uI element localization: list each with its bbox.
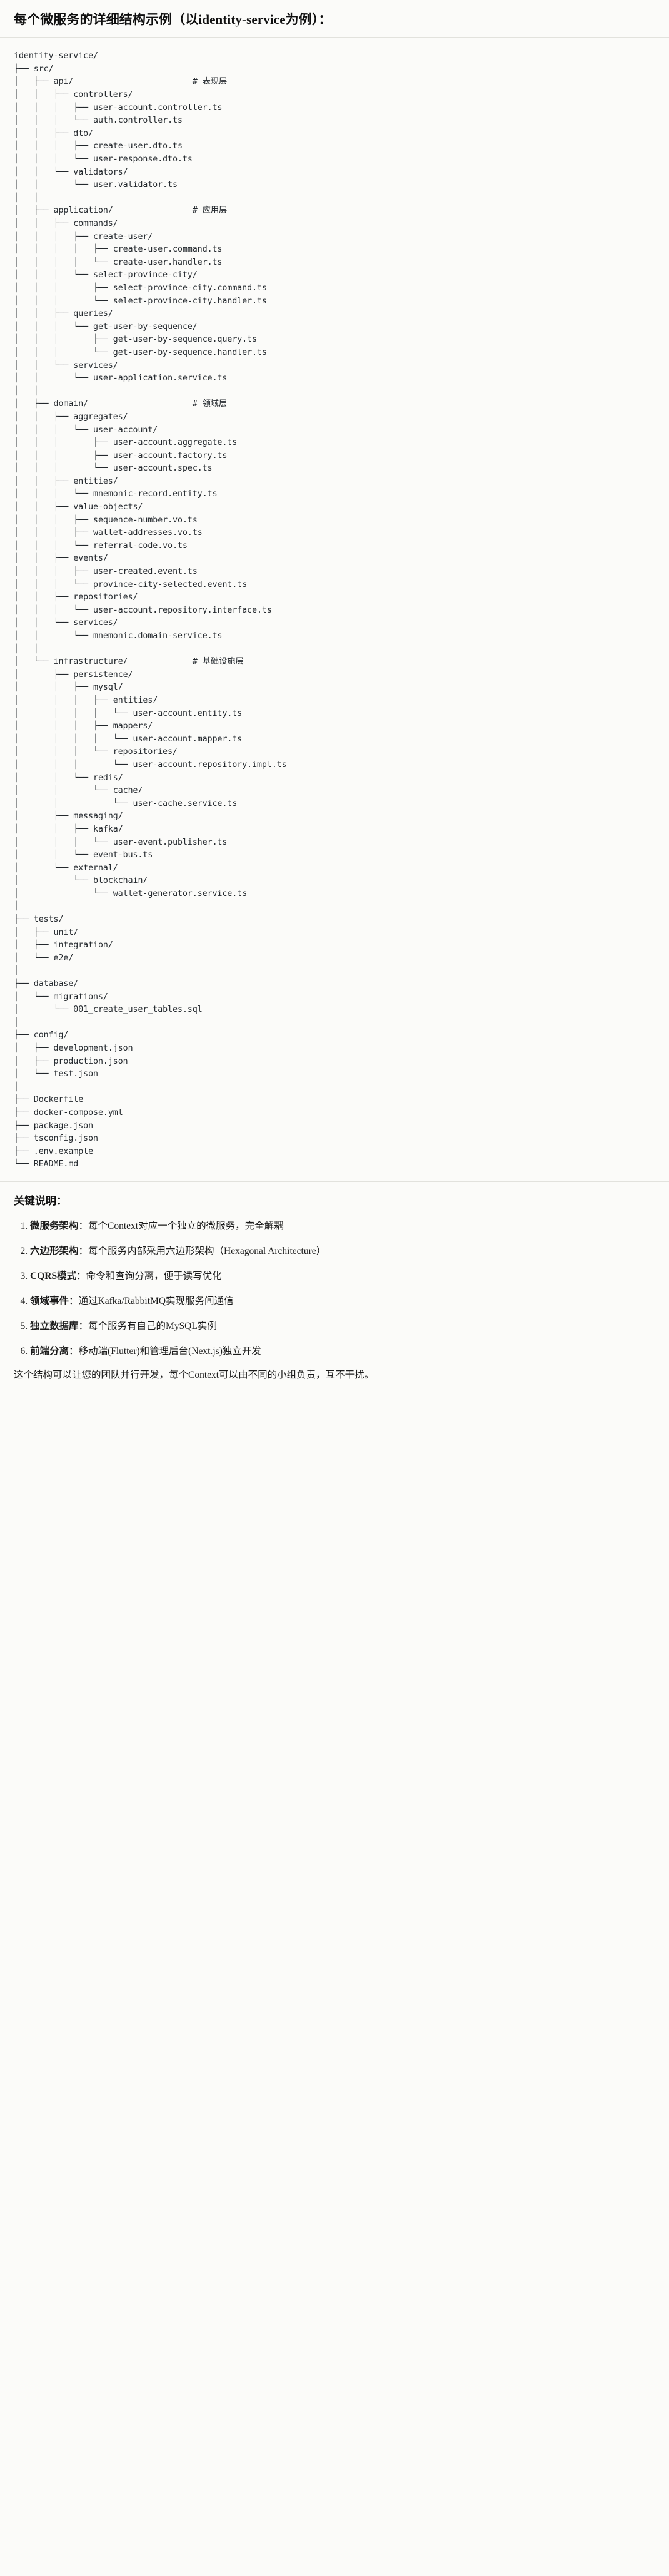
- note-body: 命令和查询分离，便于读写优化: [86, 1270, 222, 1281]
- note-body: 通过Kafka/RabbitMQ实现服务间通信: [78, 1295, 234, 1306]
- note-separator: ：: [78, 1320, 89, 1331]
- list-item: 独立数据库：每个服务有自己的MySQL实例: [30, 1319, 655, 1334]
- list-item: CQRS模式：命令和查询分离，便于读写优化: [30, 1269, 655, 1284]
- key-notes-title: 关键说明：: [14, 1194, 67, 1207]
- note-term: 前端分离: [30, 1345, 69, 1357]
- note-separator: ：: [69, 1295, 79, 1306]
- document-page: 每个微服务的详细结构示例（以identity-service为例）： ident…: [0, 0, 669, 1399]
- note-body: 移动端(Flutter)和管理后台(Next.js)独立开发: [78, 1345, 261, 1357]
- note-body: 每个服务内部采用六边形架构（Hexagonal Architecture）: [88, 1245, 326, 1256]
- directory-tree-block: identity-service/ ├── src/ │ ├── api/ # …: [0, 38, 669, 1182]
- note-body: 每个Context对应一个独立的微服务，完全解耦: [88, 1220, 284, 1231]
- directory-tree: identity-service/ ├── src/ │ ├── api/ # …: [14, 51, 287, 1169]
- key-notes-list: 微服务架构：每个Context对应一个独立的微服务，完全解耦 六边形架构：每个服…: [14, 1219, 655, 1359]
- list-item: 六边形架构：每个服务内部采用六边形架构（Hexagonal Architectu…: [30, 1244, 655, 1259]
- note-separator: ：: [76, 1270, 86, 1281]
- document-header: 每个微服务的详细结构示例（以identity-service为例）：: [0, 0, 669, 38]
- list-item: 领域事件：通过Kafka/RabbitMQ实现服务间通信: [30, 1294, 655, 1309]
- note-term: 独立数据库: [30, 1320, 79, 1331]
- note-separator: ：: [78, 1220, 89, 1231]
- note-body: 每个服务有自己的MySQL实例: [88, 1320, 217, 1331]
- list-item: 前端分离：移动端(Flutter)和管理后台(Next.js)独立开发: [30, 1344, 655, 1359]
- note-separator: ：: [78, 1245, 89, 1256]
- key-notes-footer: 这个结构可以让您的团队并行开发，每个Context可以由不同的小组负责，互不干扰…: [14, 1369, 375, 1380]
- key-notes-section: 关键说明： 微服务架构：每个Context对应一个独立的微服务，完全解耦 六边形…: [0, 1181, 669, 1399]
- note-term: 六边形架构: [30, 1245, 79, 1256]
- note-term: CQRS模式: [30, 1270, 77, 1281]
- note-term: 领域事件: [30, 1295, 69, 1306]
- note-separator: ：: [69, 1345, 79, 1357]
- list-item: 微服务架构：每个Context对应一个独立的微服务，完全解耦: [30, 1219, 655, 1234]
- note-term: 微服务架构: [30, 1220, 79, 1231]
- page-title: 每个微服务的详细结构示例（以identity-service为例）：: [14, 12, 332, 27]
